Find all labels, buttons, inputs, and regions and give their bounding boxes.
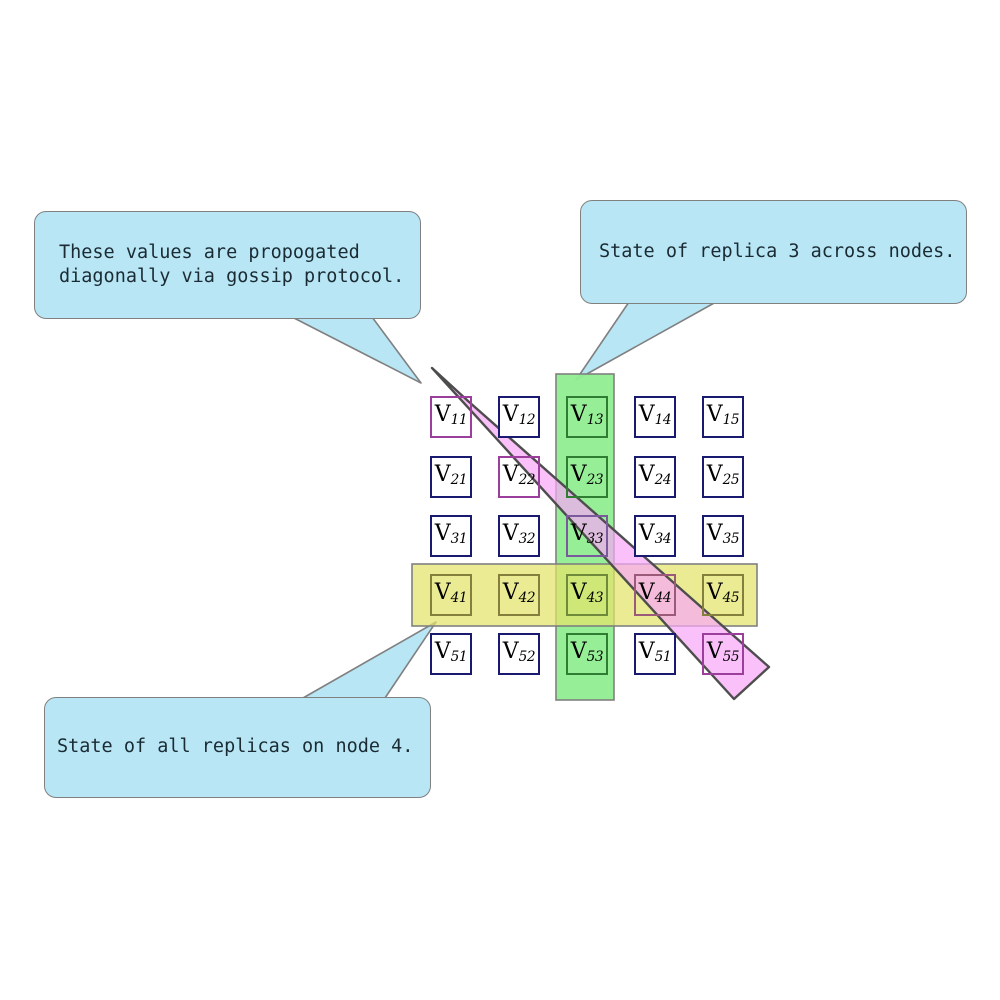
- grid-cell-label: V45: [706, 580, 740, 607]
- callout-gossip[interactable]: These values are propogated diagonally v…: [34, 211, 421, 319]
- grid-cell-label: V25: [706, 462, 740, 489]
- grid-cell-v32[interactable]: V32: [498, 515, 540, 557]
- grid-cell-v35[interactable]: V35: [702, 515, 744, 557]
- grid-cell-label: V43: [570, 580, 604, 607]
- grid-cell-label: V12: [502, 402, 536, 429]
- grid-cell-v45[interactable]: V45: [702, 574, 744, 616]
- grid-cell-label: V22: [502, 462, 536, 489]
- grid-cell-v51[interactable]: V51: [430, 633, 472, 675]
- grid-cell-v15[interactable]: V15: [702, 396, 744, 438]
- grid-cell-label: V33: [570, 521, 604, 548]
- grid-cell-v12[interactable]: V12: [498, 396, 540, 438]
- grid-cell-v21[interactable]: V21: [430, 456, 472, 498]
- grid-cell-label: V15: [706, 402, 740, 429]
- grid-cell-v24[interactable]: V24: [634, 456, 676, 498]
- grid-cell-label: V51: [638, 639, 672, 666]
- grid-cell-v44[interactable]: V44: [634, 574, 676, 616]
- grid-cell-v55[interactable]: V55: [702, 633, 744, 675]
- grid-cell-v51[interactable]: V51: [634, 633, 676, 675]
- grid-cell-v34[interactable]: V34: [634, 515, 676, 557]
- grid-cell-label: V24: [638, 462, 672, 489]
- grid-cell-label: V44: [638, 580, 672, 607]
- callout-replica3-text: State of replica 3 across nodes.: [599, 240, 956, 262]
- grid-cell-label: V31: [434, 521, 468, 548]
- callout-tail-gossip: [291, 316, 422, 384]
- callout-tail-replica3: [575, 301, 717, 381]
- grid-cell-v31[interactable]: V31: [430, 515, 472, 557]
- grid-cell-label: V42: [502, 580, 536, 607]
- grid-cell-label: V13: [570, 402, 604, 429]
- grid-cell-label: V55: [706, 639, 740, 666]
- callout-gossip-text: These values are propogated diagonally v…: [59, 241, 405, 287]
- grid-cell-label: V51: [434, 639, 468, 666]
- grid-cell-label: V32: [502, 521, 536, 548]
- grid-cell-v11[interactable]: V11: [430, 396, 472, 438]
- grid-cell-label: V52: [502, 639, 536, 666]
- grid-cell-label: V53: [570, 639, 604, 666]
- grid-cell-label: V23: [570, 462, 604, 489]
- grid-cell-v25[interactable]: V25: [702, 456, 744, 498]
- callout-tail-node4: [302, 621, 437, 699]
- callout-node4[interactable]: State of all replicas on node 4.: [44, 697, 431, 798]
- grid-cell-label: V41: [434, 580, 468, 607]
- grid-cell-v42[interactable]: V42: [498, 574, 540, 616]
- grid-cell-v14[interactable]: V14: [634, 396, 676, 438]
- grid-cell-v53[interactable]: V53: [566, 633, 608, 675]
- grid-cell-v22[interactable]: V22: [498, 456, 540, 498]
- grid-cell-v52[interactable]: V52: [498, 633, 540, 675]
- grid-cell-v43[interactable]: V43: [566, 574, 608, 616]
- grid-cell-label: V14: [638, 402, 672, 429]
- callout-node4-text: State of all replicas on node 4.: [57, 736, 414, 758]
- grid-cell-label: V11: [434, 402, 468, 429]
- grid-cell-label: V21: [434, 462, 468, 489]
- callout-replica3[interactable]: State of replica 3 across nodes.: [580, 200, 967, 304]
- grid-cell-label: V35: [706, 521, 740, 548]
- grid-cell-v23[interactable]: V23: [566, 456, 608, 498]
- grid-cell-v41[interactable]: V41: [430, 574, 472, 616]
- grid-cell-label: V34: [638, 521, 672, 548]
- grid-cell-v13[interactable]: V13: [566, 396, 608, 438]
- grid-cell-v33[interactable]: V33: [566, 515, 608, 557]
